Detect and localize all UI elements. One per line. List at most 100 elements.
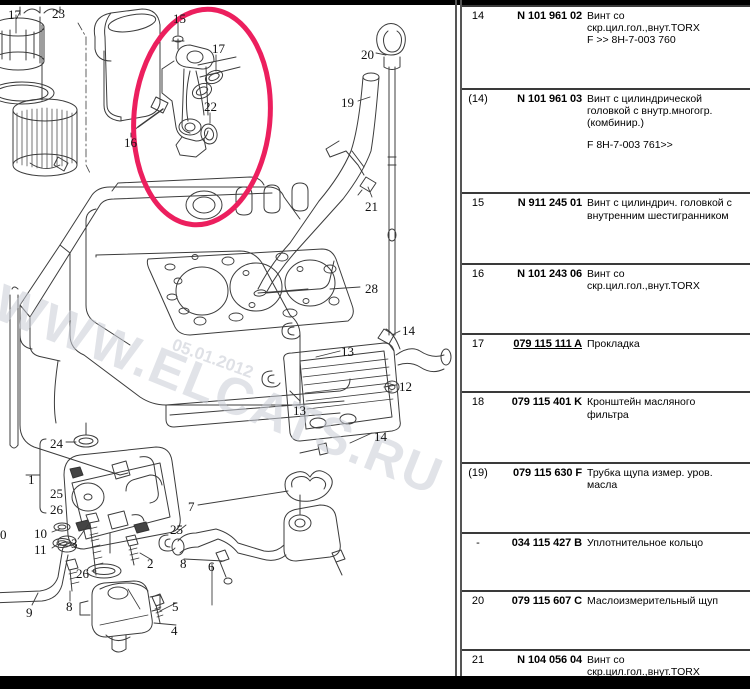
part-index: (14) [468, 92, 488, 105]
row-spacer-cell [462, 549, 750, 591]
part-number[interactable]: 079 115 607 C [496, 591, 587, 607]
callout-label-28: 28 [365, 281, 378, 296]
row-spacer [462, 151, 750, 193]
description-line: Уплотнительное кольцо [587, 537, 704, 550]
row-spacer-cell [462, 151, 750, 193]
callout-label-3: 3 [71, 536, 78, 551]
description-line: скр.цил.гол.,внут.TORX [587, 280, 700, 293]
part-index: 17 [471, 338, 485, 351]
part-index: 16 [471, 267, 485, 280]
part-index: 15 [471, 197, 485, 210]
description-line: Трубка щупа измер. уров. [587, 466, 713, 479]
part-description: Уплотнительное кольцо [587, 533, 750, 549]
part-number-text: N 104 056 04 [517, 653, 582, 666]
callout-label-7: 7 [188, 499, 195, 514]
part-index: 14 [471, 10, 485, 22]
callout-label-19: 19 [341, 95, 354, 110]
highlight-ellipse [131, 6, 273, 228]
part-number[interactable]: 079 115 630 F [496, 463, 587, 491]
row-spacer [462, 421, 750, 463]
oil-filter-can [93, 8, 161, 122]
callout-label-16: 16 [124, 135, 137, 150]
row-spacer-cell [462, 608, 750, 650]
part-number[interactable]: 034 115 427 B [496, 533, 587, 549]
description-line: скр.цил.гол.,внут.TORX [587, 665, 700, 676]
callout-label-22: 22 [204, 99, 217, 114]
table-row[interactable]: 20 079 115 607 C Маслоизмерительный щуп [462, 591, 750, 607]
part-number-text: 079 115 607 C [511, 595, 582, 608]
callout-label-5: 5 [172, 599, 179, 614]
callout-label-13: 13 [293, 403, 306, 418]
part-description: Маслоизмерительный щуп [587, 591, 750, 607]
description-line: внутренним шестигранником [587, 209, 729, 222]
description-line: Кронштейн масляного [587, 396, 696, 409]
callout-label-13: 13 [341, 344, 354, 359]
callout-label-10: 10 [34, 526, 47, 541]
row-spacer-cell [462, 222, 750, 264]
callout-label-1: 1 [28, 472, 35, 487]
callout-label-8: 8 [66, 599, 73, 614]
table-row[interactable]: 15 N 911 245 01 Винт с цилиндрич. головкой… [462, 193, 750, 222]
description-line: скр.цил.гол.,внут.TORX [587, 22, 700, 35]
group-bracket-1 [33, 438, 47, 514]
oil-cooler [261, 322, 452, 456]
part-number-text: N 911 245 01 [517, 197, 582, 210]
part-number[interactable]: N 101 961 02 [496, 6, 587, 47]
description-line: Винт со [587, 10, 625, 22]
part-number[interactable]: N 911 245 01 [496, 193, 587, 221]
callout-label-17: 17 [8, 7, 21, 22]
part-index: - [476, 537, 480, 550]
row-spacer [462, 47, 750, 89]
pane-divider [455, 0, 462, 689]
part-number[interactable]: N 101 961 03 [496, 89, 587, 152]
part-number[interactable]: N 101 243 06 [496, 264, 587, 292]
part-index: 20 [471, 595, 485, 608]
row-spacer [462, 608, 750, 650]
part-number-text: 079 115 630 F [512, 466, 582, 479]
callout-label-20: 20 [361, 47, 374, 62]
part-number[interactable]: 079 115 111 A [496, 334, 587, 350]
callout-label-26: 26 [50, 502, 63, 517]
cam-cover-bosses [185, 182, 309, 220]
callout-label-8: 8 [180, 556, 187, 571]
callout-label-14: 14 [402, 323, 415, 338]
row-spacer [462, 292, 750, 334]
part-number[interactable]: N 104 056 04 [496, 650, 587, 676]
part-number[interactable]: 079 115 401 K [496, 392, 587, 420]
engine-block [19, 176, 354, 476]
callout-label-14: 14 [374, 429, 387, 444]
callout-label-17: 17 [212, 41, 225, 56]
engine-exploded-diagram [0, 6, 452, 653]
callout-label-26: 26 [76, 566, 89, 581]
row-spacer-cell [462, 292, 750, 334]
part-index: (19) [468, 466, 488, 479]
description-line: Маслоизмерительный щуп [587, 595, 719, 608]
oil-pump-assembly [63, 422, 181, 653]
table-row[interactable]: (19) 079 115 630 F Трубка щупа измер. уров… [462, 462, 750, 491]
row-spacer [462, 491, 750, 533]
callout-label-23: 23 [52, 6, 65, 21]
return-pipe [0, 522, 80, 604]
dipstick-tube [257, 72, 380, 294]
callout-label-0: 0 [0, 527, 7, 542]
part-number-text: N 101 961 03 [517, 92, 582, 105]
description-line: головкой с внутр.многогр. [587, 104, 713, 117]
part-number-text: 079 115 401 K [511, 396, 582, 409]
top-black-bar [0, 0, 750, 5]
callout-label-21: 21 [365, 199, 378, 214]
